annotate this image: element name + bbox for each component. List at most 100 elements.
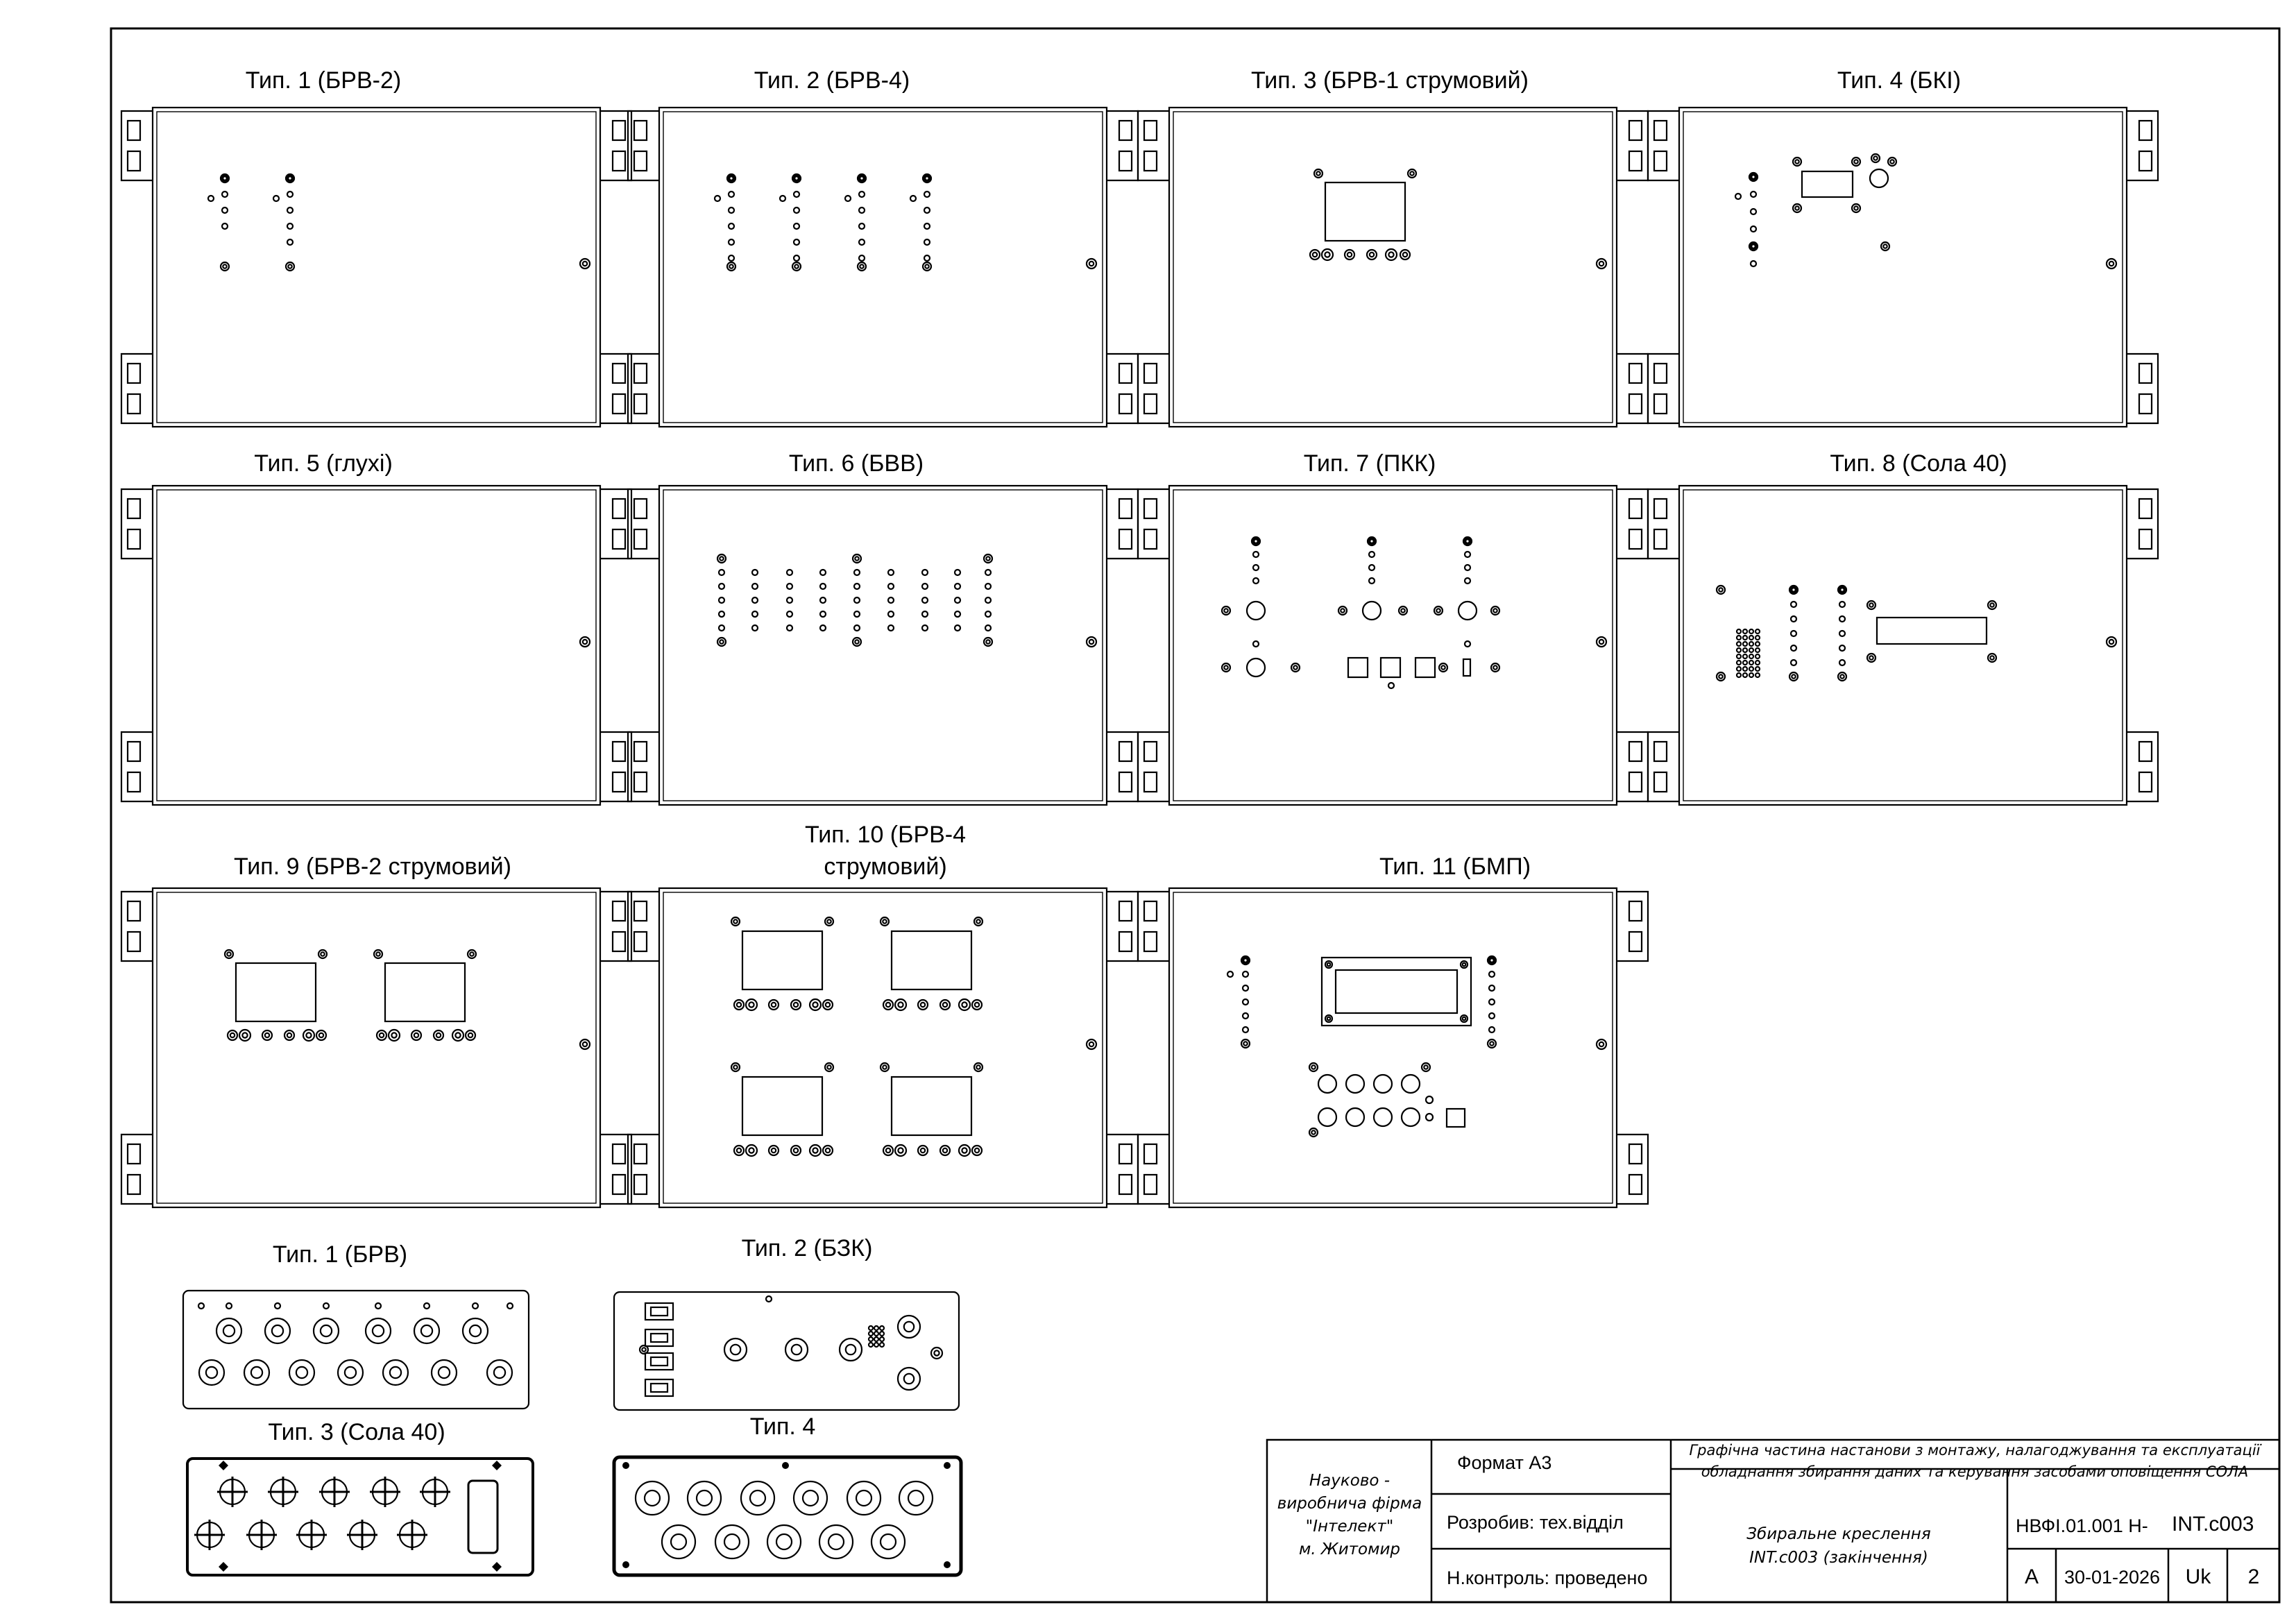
hole [283,1029,296,1042]
enclosure-lid [156,489,597,801]
bracket-slot [1143,1173,1158,1196]
terminal-cross [194,1520,225,1550]
hole [1240,955,1251,966]
led-hole [717,568,726,577]
document-title-line2: обладнання збирання даних та керування з… [1701,1463,2249,1480]
bracket-slot [1118,900,1133,922]
document-code: НВФІ.01.001 Н- [2016,1515,2148,1536]
hole [1399,248,1411,261]
bracket-slot [126,1173,142,1196]
hole-inner [885,1147,892,1154]
lock-screw-inner [1088,260,1095,267]
led-hole [858,206,866,214]
hole [726,261,737,272]
bracket-slot [1118,771,1133,793]
hole-inner [1489,958,1495,963]
led-hole [727,254,735,262]
enclosure-lid [1683,111,2123,423]
lock-screw [1595,257,1608,270]
bnc-connector-inner [420,1324,434,1338]
hole-inner [1423,1064,1429,1070]
hole [983,636,994,647]
hole [1324,960,1334,969]
hole [971,1144,983,1157]
lock-screw-inner [1088,638,1095,645]
hole [284,261,296,272]
enclosure-type-5 [120,484,633,806]
lock-screw [1085,257,1098,270]
hole-inner [375,951,381,957]
bnc-connector [198,1359,226,1386]
led-hole [1463,563,1472,572]
led-hole [751,568,759,577]
led-hole [1789,658,1798,667]
connector-outer [818,1524,854,1560]
bnc-connector [264,1317,291,1345]
hole [1343,248,1356,261]
lock-screw-inner [1598,638,1605,645]
hole-inner [1791,674,1796,679]
bnc-connector-inner [437,1366,451,1379]
display-cutout [384,962,466,1023]
led-hole [727,222,735,230]
hole [464,1029,477,1042]
led-hole [853,568,861,577]
hole-inner [733,919,738,924]
hole-inner [1839,674,1845,679]
lock-screw [1595,1038,1608,1051]
mounting-bracket [1617,1133,1649,1205]
led-hole [819,596,827,604]
led-hole [1463,577,1472,585]
hole-inner [1311,251,1318,258]
bnc-connector [430,1359,458,1386]
hole [973,1062,984,1073]
hole [716,636,727,647]
norm-control-field: Н.контроль: проведено [1447,1567,1648,1588]
bnc-connector [288,1359,316,1386]
mounting-bracket [1137,488,1168,560]
bnc-connector [243,1359,271,1386]
hole-inner [729,1343,742,1356]
switch-cutout [1379,656,1402,679]
connector-inner [907,1489,925,1507]
hole-inner [1718,587,1724,593]
bracket-slot [1143,150,1158,172]
hole-inner [1223,665,1229,670]
mounting-bracket [2127,488,2159,560]
panel-type-3 [186,1457,534,1577]
connector-outer [898,1480,934,1516]
bnc-connector [382,1359,409,1386]
enclosure-type-8 [1647,484,2159,806]
mounting-bracket [627,890,658,962]
screw-hole [273,1302,282,1310]
switch-cutout [1414,656,1436,679]
bracket-slot [1628,900,1643,922]
button-hole [1869,168,1889,189]
enclosure-body [1168,887,1618,1209]
mounting-bracket [627,731,658,803]
led-hole [727,190,735,198]
led-hole [887,582,895,590]
led-hole [1789,629,1798,638]
speaker-grille-hole [1742,653,1749,660]
led-hole [1488,970,1496,978]
connector-inner [670,1533,688,1551]
hole [1459,1014,1469,1023]
led-hole [953,568,962,577]
document-title-line1: Графічна частина настанови з монтажу, на… [1689,1442,2262,1459]
hole [317,949,328,960]
hole-inner [973,1001,980,1008]
led-hole [792,174,801,182]
hole [432,1029,445,1042]
bracket-slot [633,362,648,384]
hole [1313,168,1324,179]
diamond-marker [492,1562,502,1572]
led-hole [286,190,294,198]
bracket-slot [611,393,627,415]
hole-inner [1340,608,1345,613]
mounting-bracket [120,890,152,962]
company-name-line1: Науково - [1309,1472,1390,1490]
bracket-slot [1143,362,1158,384]
title-type-3: Тип. 3 (БРВ-1 струмовий) [1251,67,1529,94]
hole [856,261,867,272]
